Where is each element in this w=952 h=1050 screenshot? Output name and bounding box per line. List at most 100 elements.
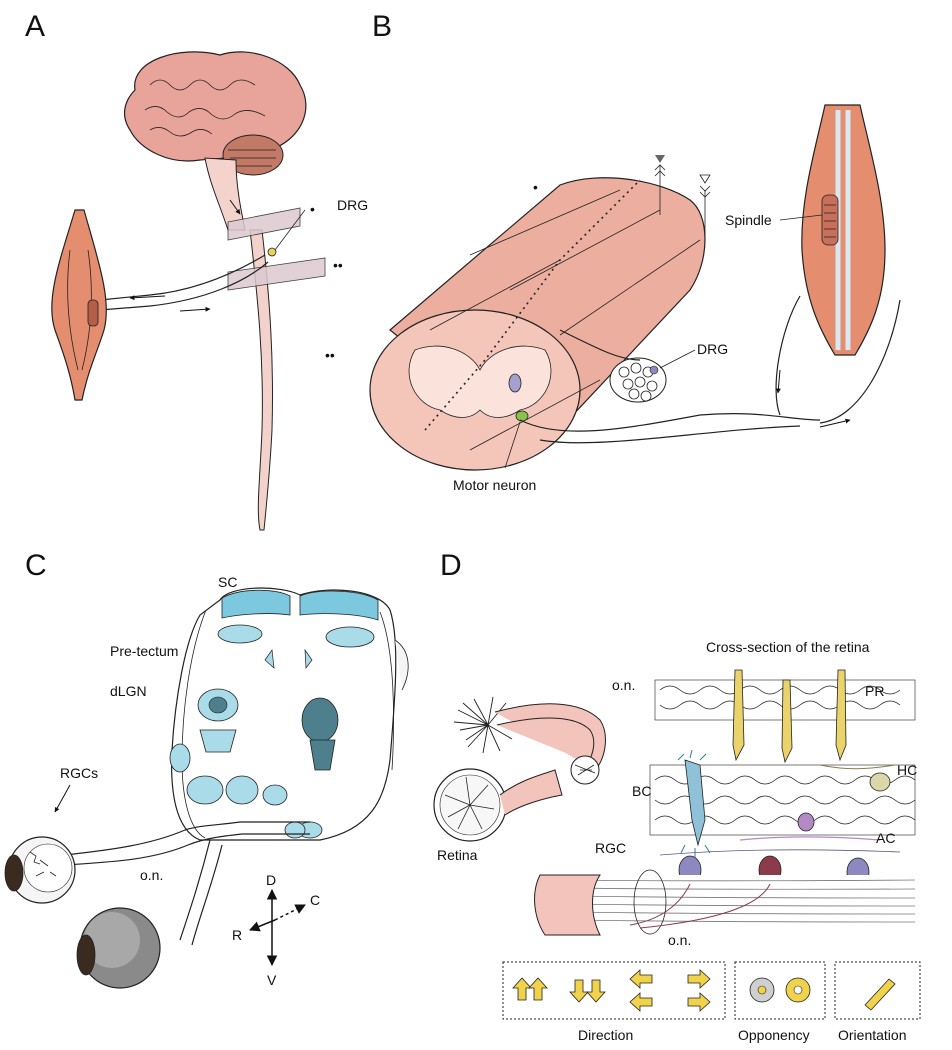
nerve-b-lower — [539, 425, 801, 444]
spindle-label: Spindle — [725, 212, 772, 228]
opponency-label: Opponency — [738, 1027, 810, 1043]
ascending-chevrons — [654, 164, 666, 177]
retina-label: Retina — [437, 847, 478, 863]
on-label-d-bottom: o.n. — [668, 932, 691, 948]
right-arrow-icon — [687, 992, 711, 1012]
optic-fiber-bundle — [534, 869, 916, 936]
on-label-c: o.n. — [140, 867, 163, 883]
efferent-arrow — [129, 295, 166, 301]
filled-triangle-marker — [655, 155, 665, 163]
open-triangle-marker — [699, 174, 711, 184]
rgcs-label: RGCs — [60, 765, 98, 781]
pretectum-right — [325, 626, 375, 648]
pretectum-left — [217, 624, 263, 644]
interneuron-b — [508, 373, 522, 393]
motor-neuron-pointer — [504, 421, 521, 469]
pretectum-label: Pre-tectum — [110, 643, 178, 659]
dlgn-right — [301, 697, 339, 743]
c-axis — [274, 904, 306, 921]
mark-two-a: •• — [333, 257, 343, 273]
sc-left — [221, 589, 291, 619]
motor-neuron-soma — [515, 410, 529, 422]
b-down-arrow — [775, 369, 781, 394]
panel-c-letter: C — [25, 549, 47, 582]
descending-chevrons — [699, 185, 711, 198]
horizontal-cell — [869, 772, 891, 792]
muscle-a — [51, 209, 107, 401]
nerve-a-lower — [99, 261, 269, 311]
drg-label-b: DRG — [697, 341, 728, 357]
bc-label: BC — [632, 783, 651, 799]
panel-b: B • Motor neuron DRG — [369, 10, 901, 493]
mark-one-b: • — [533, 179, 538, 195]
sc-right — [299, 590, 379, 621]
left-arrow-icon — [629, 992, 653, 1012]
down-arrow-icon — [586, 979, 606, 1003]
nerve-b-loop — [775, 295, 901, 424]
optic-tract-left — [64, 821, 310, 856]
right-arrow-icon — [687, 969, 711, 989]
spinal-cord-long — [249, 229, 273, 531]
optic-tract-right — [179, 839, 223, 946]
axis-d: D — [266, 872, 276, 888]
drg-pointer-a — [274, 209, 306, 251]
rgcs-arrow — [54, 784, 71, 813]
r-axis — [249, 919, 276, 932]
spindle-pointer — [779, 214, 823, 221]
nerve-b-upper — [519, 329, 821, 432]
sc-label: SC — [218, 574, 237, 590]
legend-opponency: Opponency — [734, 961, 826, 1043]
mark-one-a: • — [310, 201, 315, 217]
axis-r: R — [232, 927, 242, 943]
direction-label: Direction — [578, 1027, 633, 1043]
section-plane-lower — [227, 257, 326, 291]
nerve-a-upper — [99, 254, 266, 301]
pr-label: PR — [865, 683, 884, 699]
eye-upper — [4, 836, 76, 904]
brain-section-outline — [171, 587, 397, 841]
left-arrow-icon — [629, 969, 653, 989]
rgc-label: RGC — [595, 840, 626, 856]
mark-three-a: •• — [325, 347, 335, 363]
bipolar-cell — [677, 749, 711, 858]
drg-pointer-b — [659, 349, 696, 369]
muscle-b — [801, 104, 886, 356]
motor-neuron-label: Motor neuron — [453, 477, 536, 493]
afferent-arrow — [179, 306, 211, 312]
section-plane-upper — [227, 207, 301, 241]
legend-orientation: Orientation — [834, 961, 921, 1043]
legend-direction: Direction — [502, 961, 726, 1043]
ac-label: AC — [876, 830, 895, 846]
b-right-arrow — [819, 418, 851, 428]
eye-lower — [76, 907, 161, 989]
axis-c: C — [310, 892, 320, 908]
oriented-bar-icon — [864, 978, 896, 1011]
panel-a-letter: A — [25, 10, 45, 43]
drg-ganglion-a — [267, 247, 277, 257]
descending-arrow — [229, 199, 241, 215]
orientation-label: Orientation — [838, 1027, 906, 1043]
panel-b-letter: B — [372, 10, 392, 43]
panel-c: C SC Pre-tectum dLGN — [4, 549, 409, 989]
brain-illustration — [123, 51, 307, 231]
retina-disc — [433, 768, 507, 842]
on-label-d-top: o.n. — [612, 677, 635, 693]
axis-v: V — [267, 972, 277, 988]
down-arrow-icon — [569, 979, 589, 1003]
spinal-cord-block — [369, 177, 706, 471]
amacrine-cell — [797, 812, 815, 832]
panel-d-letter: D — [440, 549, 462, 582]
dlgn-label: dLGN — [110, 683, 147, 699]
retina-cross-section-title: Cross-section of the retina — [706, 639, 870, 655]
retina-starburst — [453, 696, 513, 754]
panel-a: A DRG • •• — [25, 10, 368, 531]
panel-d: D Cross-section of the retina o.n. Retin… — [433, 549, 921, 1043]
drg-ganglion-b — [609, 357, 667, 403]
up-arrow-icon — [528, 977, 548, 1001]
drg-label-a: DRG — [337, 197, 368, 213]
photoreceptors — [732, 669, 847, 764]
hc-label: HC — [897, 762, 917, 778]
optic-nerve-curve — [494, 703, 606, 771]
up-arrow-icon — [512, 977, 532, 1001]
